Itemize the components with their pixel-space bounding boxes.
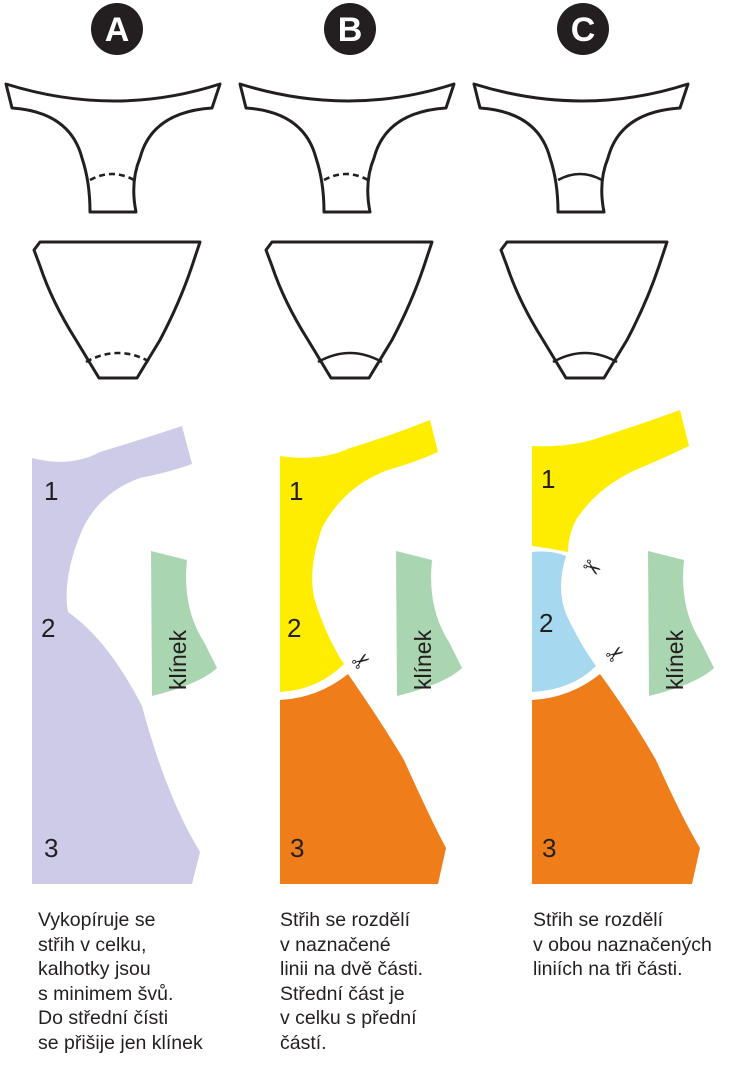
caption-c-line: Střih se rozdělí bbox=[533, 909, 664, 931]
gusset-c-label: klínek bbox=[662, 629, 688, 690]
caption-a-line: Do střední čísti bbox=[38, 1007, 169, 1029]
caption-b-line: Střih se rozdělí bbox=[280, 909, 411, 931]
pattern-piece-c-back bbox=[532, 674, 700, 884]
caption-a-line: s minimem švů. bbox=[38, 982, 174, 1005]
piece-a-number-1: 1 bbox=[44, 476, 58, 506]
piece-b-number-3: 3 bbox=[290, 833, 304, 863]
badge-c-label: C bbox=[571, 11, 596, 49]
caption-b-line: Střední část je bbox=[280, 982, 405, 1005]
brief-front-c bbox=[499, 240, 669, 380]
caption-a-line: se přišije jen klínek bbox=[38, 1031, 203, 1054]
column-c: C 1 2 3 ✂ ✂ klínek bbox=[472, 3, 714, 884]
column-a: A 1 2 3 klínek bbox=[4, 3, 222, 884]
caption-a-line: Vykopíruje se bbox=[38, 909, 156, 931]
piece-a-number-3: 3 bbox=[44, 833, 58, 863]
caption-a-line: kalhotky jsou bbox=[38, 958, 151, 980]
caption-c: Střih se rozdělí v obou naznačených lini… bbox=[533, 908, 712, 982]
brief-back-a bbox=[4, 82, 222, 214]
gusset-b-label: klínek bbox=[410, 629, 436, 690]
caption-c-line: liniích na tři části. bbox=[533, 958, 683, 980]
piece-b-number-2: 2 bbox=[287, 613, 301, 643]
brief-back-c bbox=[472, 82, 690, 214]
brief-back-b bbox=[238, 82, 456, 214]
pattern-piece-c-middle bbox=[532, 551, 596, 692]
caption-b-line: v naznačené bbox=[280, 933, 391, 956]
scissors-icon: ✂ bbox=[577, 553, 606, 584]
piece-c-number-2: 2 bbox=[539, 608, 553, 638]
caption-b-line: částí. bbox=[280, 1031, 327, 1054]
pattern-piece-a bbox=[32, 426, 200, 884]
badge-b-label: B bbox=[338, 11, 363, 49]
brief-front-b bbox=[264, 240, 434, 380]
piece-c-number-3: 3 bbox=[542, 833, 556, 863]
caption-a: Vykopíruje se střih v celku, kalhotky js… bbox=[38, 908, 203, 1055]
caption-b: Střih se rozdělí v naznačené linii na dv… bbox=[280, 908, 423, 1055]
piece-b-number-1: 1 bbox=[289, 476, 303, 506]
badge-a bbox=[91, 3, 143, 55]
badge-b bbox=[324, 3, 376, 55]
scissors-icon: ✂ bbox=[601, 639, 630, 670]
brief-front-a bbox=[32, 240, 202, 380]
badge-c bbox=[557, 3, 609, 55]
caption-a-line: střih v celku, bbox=[38, 933, 147, 956]
pattern-piece-b-front bbox=[280, 420, 438, 692]
piece-c-number-1: 1 bbox=[541, 464, 555, 494]
caption-b-line: linii na dvě části. bbox=[280, 958, 424, 980]
pattern-piece-b-back bbox=[280, 674, 446, 884]
gusset-a-label: klínek bbox=[165, 629, 191, 690]
caption-c-line: v obou naznačených bbox=[533, 933, 712, 956]
pattern-piece-c-front bbox=[532, 410, 689, 552]
caption-b-line: v celku s přední bbox=[280, 1007, 417, 1029]
badge-a-label: A bbox=[105, 11, 130, 49]
column-b: B 1 2 3 ✂ klínek bbox=[238, 3, 462, 884]
scissors-icon: ✂ bbox=[347, 646, 376, 677]
piece-a-number-2: 2 bbox=[41, 613, 55, 643]
